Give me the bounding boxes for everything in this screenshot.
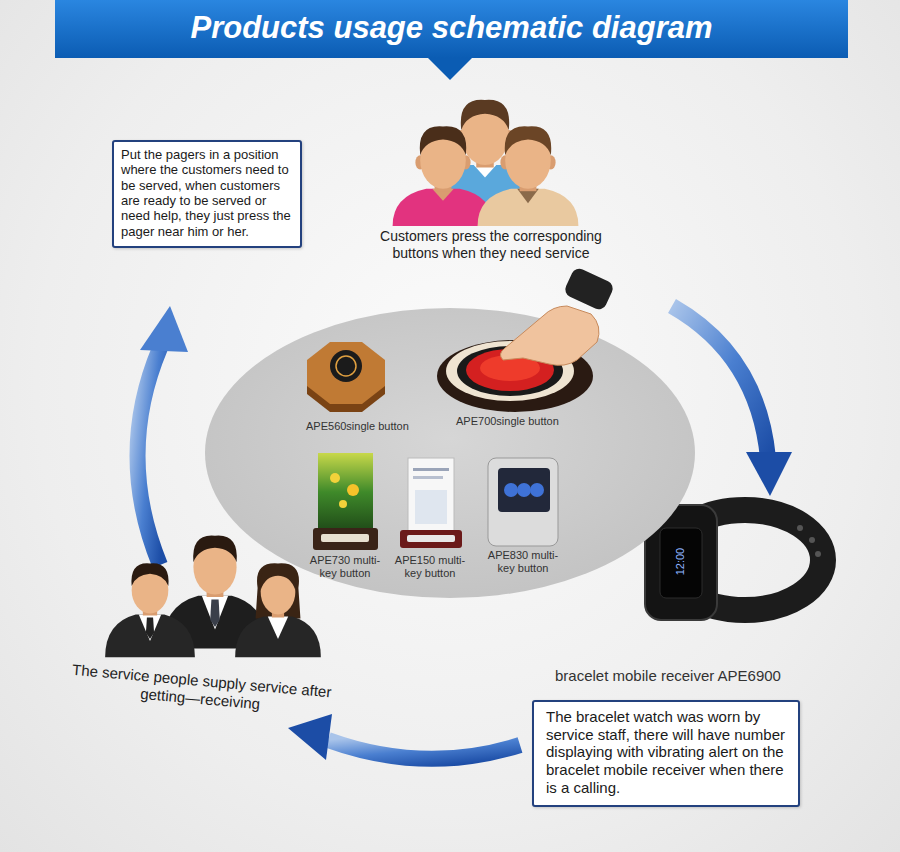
product-caption: bracelet mobile receiver APE6900 [555, 667, 825, 685]
pager-stand [313, 453, 378, 550]
pager-button [307, 342, 385, 412]
product-name: APE560single button [306, 420, 409, 433]
product-ellipse: APE560single button APE700single buttonAP… [205, 308, 695, 598]
customer-figure [393, 126, 494, 226]
banner-title: Products usage schematic diagram [55, 6, 848, 50]
watch-display-time: 12:00 [674, 544, 687, 580]
product-name: APE730 multi-key button [304, 554, 386, 580]
cycle-arrow [138, 306, 189, 565]
pager-device [488, 458, 558, 546]
bracelet-receiver [645, 505, 823, 620]
pointing-hand [500, 266, 615, 365]
callout-box: Put the pagers in a position where the c… [112, 140, 302, 248]
product-name: APE700single button [456, 415, 559, 428]
pager-stand [400, 458, 462, 548]
product-name: APE830 multi-key button [482, 549, 564, 575]
staff-figure [105, 563, 195, 657]
callout-text: Put the pagers in a position where the c… [121, 147, 293, 239]
staff-figure [235, 563, 321, 657]
step-caption: The service people supply service after … [69, 661, 333, 720]
title-banner [55, 0, 848, 80]
step-caption: Customers press the corresponding button… [366, 228, 616, 262]
customer-figure [478, 126, 579, 226]
callout-box: The bracelet watch was worn by service s… [532, 700, 800, 807]
cycle-arrow [288, 714, 520, 760]
callout-text: The bracelet watch was worn by service s… [546, 708, 786, 796]
product-name: APE150 multi-key button [389, 554, 471, 580]
